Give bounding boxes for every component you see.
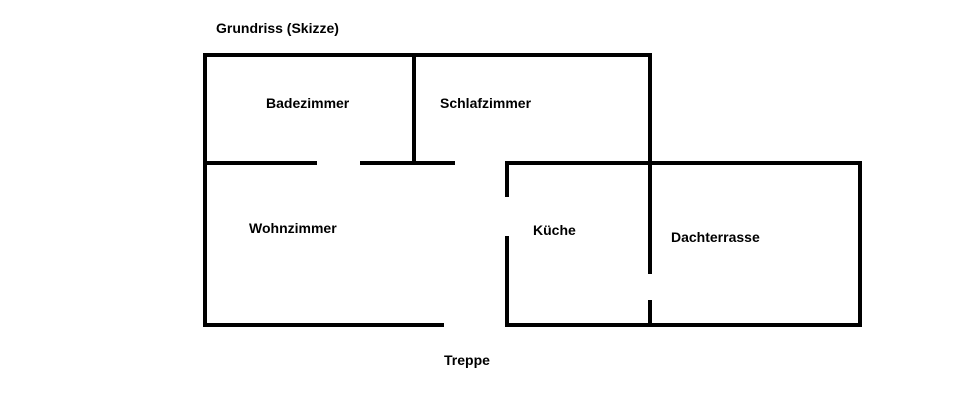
room-label-kueche: Küche	[533, 222, 576, 238]
room-label-badezimmer: Badezimmer	[266, 95, 350, 111]
room-label-wohnzimmer: Wohnzimmer	[249, 220, 337, 236]
room-label-schlafzimmer: Schlafzimmer	[440, 95, 532, 111]
walls	[203, 53, 862, 327]
stairs-label: Treppe	[444, 352, 490, 368]
room-label-dachterrasse: Dachterrasse	[671, 229, 760, 245]
plan-title: Grundriss (Skizze)	[216, 20, 339, 36]
